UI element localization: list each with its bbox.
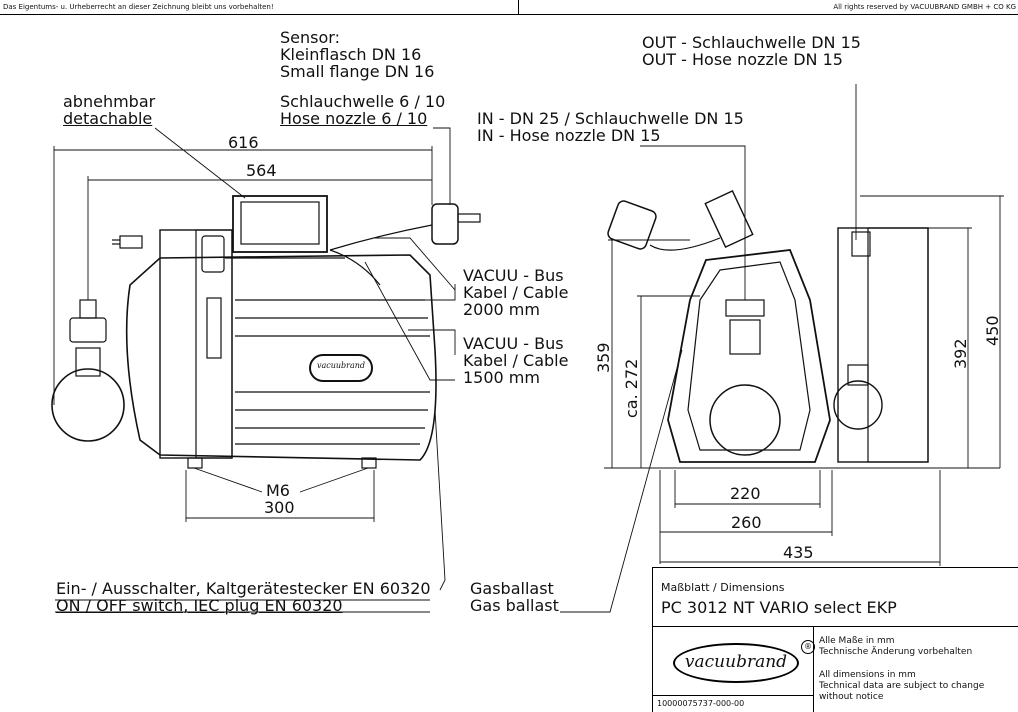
dim-overall-width: 616	[228, 133, 259, 152]
copyright-notice-de: Das Eigentums- u. Urheberrecht an dieser…	[3, 3, 274, 11]
callout-hose-nozzle-line-1: Schlauchwelle 6 / 10	[280, 92, 446, 111]
header-divider	[518, 0, 519, 14]
callout-hose-nozzle-line-2: Hose nozzle 6 / 10	[280, 109, 428, 128]
registered-mark: ®	[801, 640, 815, 654]
title-block-divider-vertical	[813, 627, 814, 712]
callout-bus-2000-line-2: Kabel / Cable	[463, 283, 569, 302]
callout-bus-1500-line-3: 1500 mm	[463, 368, 540, 387]
dim-thread: M6	[266, 481, 290, 500]
notes-german: Alle Maße in mm Technische Änderung vorb…	[819, 636, 972, 658]
title-block-divider	[653, 626, 1018, 627]
callout-detachable: abnehmbar detachable	[63, 93, 155, 127]
callout-sensor-line-1: Sensor:	[280, 28, 340, 47]
callout-outlet-line-2: OUT - Hose nozzle DN 15	[642, 50, 843, 69]
dim-height-450: 450	[983, 315, 1002, 346]
brand-logo: vacuubrand	[673, 643, 799, 683]
front-view-dimensions	[53, 146, 433, 522]
dim-foot-spacing: 300	[264, 498, 295, 517]
dim-height-359: 359	[594, 342, 613, 373]
note-de-1: Alle Maße in mm	[819, 636, 895, 646]
callout-bus-1500-line-1: VACUU - Bus	[463, 334, 564, 353]
callout-inlet-line-2: IN - Hose nozzle DN 15	[477, 126, 661, 145]
callout-detachable-line-1: abnehmbar	[63, 92, 156, 111]
side-view-leaders	[560, 84, 857, 613]
note-en-3: without notice	[819, 692, 884, 702]
callout-switch-line-1: Ein- / Ausschalter, Kaltgerätestecker EN…	[56, 579, 431, 598]
dim-body-width: 564	[246, 161, 277, 180]
callout-switch: Ein- / Ausschalter, Kaltgerätestecker EN…	[56, 580, 431, 614]
callout-bus-cable-2000: VACUU - Bus Kabel / Cable 2000 mm	[463, 267, 568, 318]
callout-bus-1500-line-2: Kabel / Cable	[463, 351, 569, 370]
front-view-leaders	[55, 127, 456, 613]
title-block-divider-lower	[653, 695, 813, 696]
callout-hose-nozzle: Schlauchwelle 6 / 10 Hose nozzle 6 / 10	[280, 93, 445, 127]
callout-bus-2000-line-3: 2000 mm	[463, 300, 540, 319]
callout-switch-line-2: ON / OFF switch, IEC plug EN 60320	[56, 596, 343, 615]
title-block: Maßblatt / Dimensions PC 3012 NT VARIO s…	[652, 567, 1018, 712]
dim-height-272: ca. 272	[622, 358, 641, 418]
notes-english: All dimensions in mm Technical data are …	[819, 670, 984, 703]
dim-depth-220: 220	[730, 484, 761, 503]
note-de-2: Technische Änderung vorbehalten	[819, 647, 973, 657]
callout-gas-ballast: Gasballast Gas ballast	[470, 580, 559, 614]
callout-outlet-line-1: OUT - Schlauchwelle DN 15	[642, 33, 861, 52]
callout-bus-cable-1500: VACUU - Bus Kabel / Cable 1500 mm	[463, 335, 568, 386]
title-block-subtitle: Maßblatt / Dimensions	[661, 581, 785, 594]
front-pump-logo: vacuubrand	[316, 361, 366, 370]
callout-sensor-line-3: Small flange DN 16	[280, 62, 435, 81]
callout-inlet-line-1: IN - DN 25 / Schlauchwelle DN 15	[477, 109, 744, 128]
callout-detachable-line-2: detachable	[63, 109, 153, 128]
callout-outlet: OUT - Schlauchwelle DN 15 OUT - Hose noz…	[642, 34, 861, 68]
front-view-pump	[51, 195, 481, 469]
callout-sensor-line-2: Kleinflasch DN 16	[280, 45, 422, 64]
callout-inlet: IN - DN 25 / Schlauchwelle DN 15 IN - Ho…	[477, 110, 744, 144]
header-bar: Das Eigentums- u. Urheberrecht an dieser…	[0, 0, 1018, 15]
document-number: 10000075737-000-00	[657, 699, 745, 708]
dim-depth-435: 435	[783, 543, 814, 562]
copyright-notice-en: All rights reserved by VACUUBRAND GMBH +…	[833, 3, 1016, 11]
dim-depth-260: 260	[731, 513, 762, 532]
side-view-pump	[607, 189, 929, 463]
note-en-2: Technical data are subject to change	[819, 681, 985, 691]
callout-gas-ballast-line-2: Gas ballast	[470, 596, 559, 615]
title-block-title: PC 3012 NT VARIO select EKP	[661, 598, 897, 617]
note-en-1: All dimensions in mm	[819, 670, 916, 680]
callout-gas-ballast-line-1: Gasballast	[470, 579, 554, 598]
side-view-dimensions	[604, 195, 1004, 566]
callout-sensor: Sensor: Kleinflasch DN 16 Small flange D…	[280, 29, 434, 80]
callout-bus-2000-line-1: VACUU - Bus	[463, 266, 564, 285]
dim-height-392: 392	[951, 338, 970, 369]
